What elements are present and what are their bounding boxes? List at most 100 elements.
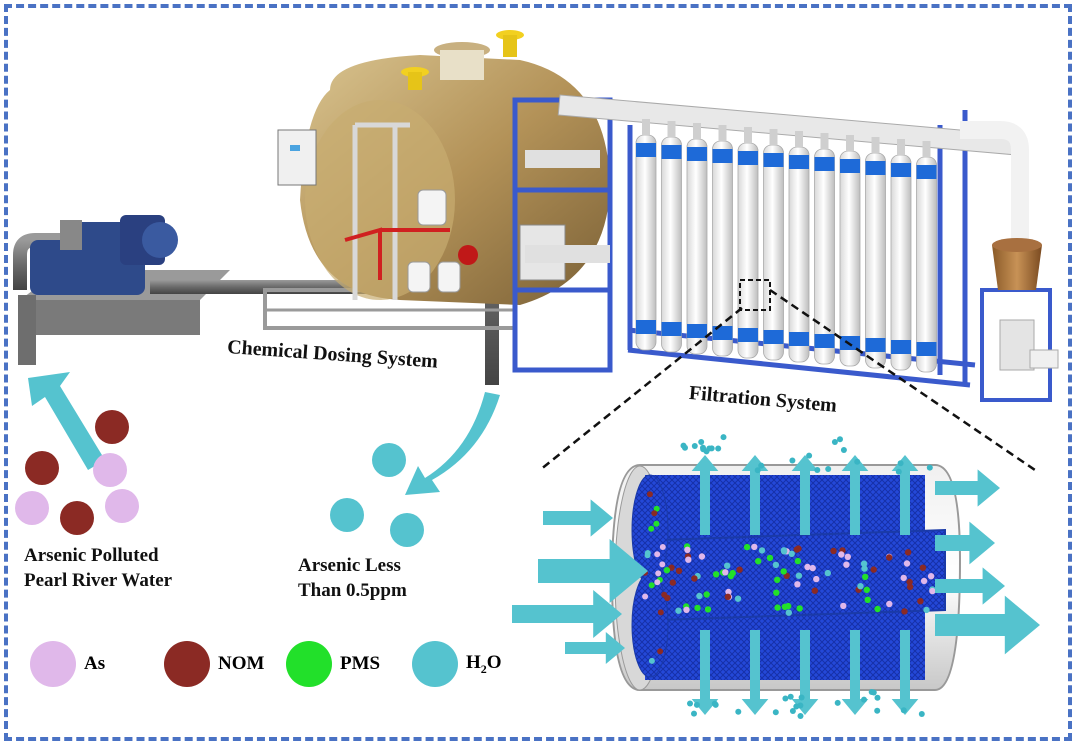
permeate-droplet bbox=[758, 462, 765, 469]
membrane-particle bbox=[886, 554, 893, 561]
permeate-droplet bbox=[691, 443, 698, 449]
permeate-droplet bbox=[720, 434, 727, 441]
membrane-column bbox=[661, 136, 682, 353]
legend-as: As bbox=[30, 641, 105, 687]
membrane-particle bbox=[669, 579, 676, 586]
permeate-droplet bbox=[831, 439, 838, 445]
down-permeate-arrow bbox=[691, 630, 719, 715]
membrane-particle bbox=[863, 586, 870, 593]
membrane-column bbox=[635, 134, 657, 351]
membrane-particle bbox=[654, 551, 661, 558]
membrane-particle bbox=[874, 605, 881, 613]
membrane-particle bbox=[774, 604, 781, 611]
permeate-droplet bbox=[754, 467, 761, 474]
membrane-column bbox=[865, 152, 886, 369]
membrane-particle bbox=[659, 561, 666, 568]
membrane-particle bbox=[862, 573, 869, 581]
membrane-particle bbox=[900, 574, 907, 582]
permeate-droplet bbox=[825, 466, 832, 472]
permeate-droplet bbox=[735, 708, 742, 715]
permeate-droplet bbox=[895, 468, 902, 475]
membrane-column bbox=[788, 146, 810, 363]
membrane-particle bbox=[751, 543, 758, 551]
permeate-droplet bbox=[900, 707, 907, 714]
permeate-droplet bbox=[680, 442, 687, 449]
column-top-band bbox=[891, 163, 911, 177]
membrane-column bbox=[814, 148, 835, 365]
membrane-particle bbox=[781, 603, 789, 610]
membrane-particle bbox=[813, 575, 820, 583]
permeate-droplet bbox=[861, 696, 867, 703]
legend-nom-label: NOM bbox=[218, 653, 265, 674]
feed-arrow bbox=[565, 632, 625, 664]
legend-as-swatch bbox=[30, 641, 76, 687]
membrane-particle bbox=[906, 583, 914, 591]
up-permeate-arrow bbox=[891, 455, 919, 535]
permeate-droplet bbox=[789, 457, 796, 464]
membrane-particle bbox=[774, 576, 781, 583]
permeate-droplet bbox=[798, 694, 805, 701]
membrane-particle bbox=[857, 583, 864, 590]
membrane-particle bbox=[766, 554, 774, 562]
membrane-particle bbox=[755, 558, 762, 565]
legend-h2o: H2O bbox=[412, 641, 502, 687]
permeate-droplet bbox=[870, 689, 877, 696]
membrane-particle bbox=[729, 569, 736, 577]
permeate-droplet bbox=[897, 460, 904, 467]
membrane-particle bbox=[725, 588, 732, 596]
up-permeate-arrow bbox=[791, 455, 819, 535]
column-connector bbox=[897, 139, 905, 155]
flow-arrows bbox=[28, 372, 500, 495]
membrane-particle bbox=[772, 561, 780, 569]
membrane-particle bbox=[903, 560, 911, 567]
up-permeate-arrow bbox=[691, 455, 719, 535]
membrane-column bbox=[890, 154, 912, 371]
membrane-particle bbox=[712, 571, 720, 578]
dosing-outflow-arrow bbox=[405, 392, 500, 495]
column-connector bbox=[744, 127, 752, 143]
column-connector bbox=[846, 135, 854, 151]
membrane-particle bbox=[830, 547, 837, 555]
column-bottom-band bbox=[661, 322, 682, 336]
legend-as-label: As bbox=[84, 653, 106, 674]
permeate-droplet bbox=[772, 709, 779, 716]
membrane-particle bbox=[788, 550, 795, 557]
membrane-particle bbox=[824, 569, 831, 577]
membrane-particle bbox=[917, 598, 924, 605]
membrane-particle bbox=[795, 572, 803, 579]
column-connector bbox=[820, 133, 829, 149]
column-bottom-band bbox=[712, 326, 733, 340]
inflow-arrow bbox=[28, 372, 105, 470]
column-top-band bbox=[636, 143, 656, 157]
membrane-particle bbox=[694, 604, 701, 612]
membrane-particle bbox=[657, 648, 664, 655]
membrane-particle bbox=[675, 567, 683, 574]
arsenic-less-line2: Than 0.5ppm bbox=[298, 580, 407, 601]
column-connector bbox=[642, 119, 650, 135]
column-top-band bbox=[814, 157, 835, 171]
legend-nom: NOM bbox=[164, 641, 264, 687]
dosing-tank bbox=[263, 30, 610, 330]
permeate-droplet bbox=[834, 699, 841, 706]
arsenic-less-line1: Arsenic Less bbox=[298, 555, 401, 576]
legend-h2o-label: H2O bbox=[466, 651, 502, 676]
membrane-particle bbox=[870, 566, 877, 573]
cartridge-filter bbox=[980, 238, 1059, 402]
membrane-particle bbox=[906, 578, 913, 586]
permeate-droplet bbox=[698, 439, 705, 445]
membrane-particle bbox=[696, 592, 703, 600]
membrane-particle bbox=[785, 609, 792, 616]
membrane-flow-arrows bbox=[512, 455, 1040, 715]
arsenic-polluted-line2: Pearl River Water bbox=[24, 570, 173, 591]
legend-nom-swatch bbox=[164, 641, 210, 687]
feed-arrow bbox=[543, 499, 613, 537]
membrane-particle bbox=[904, 549, 912, 556]
membrane-particle bbox=[659, 544, 666, 550]
permeate-droplet bbox=[874, 694, 881, 701]
permeate-droplet bbox=[789, 708, 796, 714]
membrane-particle bbox=[724, 593, 732, 600]
membrane-particle bbox=[734, 595, 742, 602]
membrane-particle bbox=[780, 547, 788, 554]
